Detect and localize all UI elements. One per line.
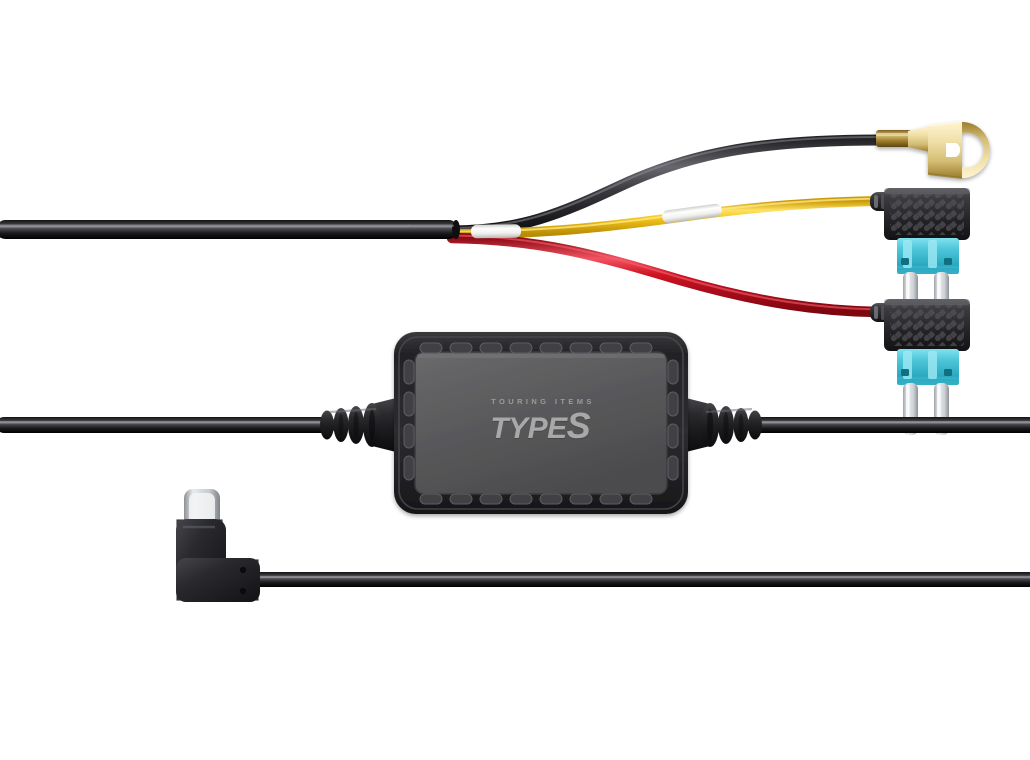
usb-c-connector: [176, 489, 260, 602]
fuse-tap-lower-housing: [884, 299, 970, 351]
yellow-wire-sleeve: [662, 203, 722, 224]
box-ribs-left: [403, 359, 415, 481]
fuse-tap-lower: [870, 299, 970, 435]
breakout-sleeve: [470, 224, 522, 239]
main-trunk-cable: [0, 220, 458, 239]
fuse-tap-upper-housing: [884, 188, 970, 240]
output-cable: [236, 572, 1030, 587]
breakout-sheath-cap: [408, 220, 460, 239]
converter-box: [394, 332, 688, 514]
fuse-tap-upper-fuse: [897, 238, 959, 274]
strain-relief-right: [686, 398, 762, 452]
box-ribs-bottom: [419, 493, 653, 505]
fuse-tap-lower-fuse: [897, 349, 959, 385]
fork-terminal: [876, 121, 990, 179]
strain-relief-left: [320, 398, 396, 452]
mid-cable-right: [746, 417, 1030, 433]
mid-cable-left: [0, 417, 336, 433]
constant-wire: [446, 232, 884, 318]
fuse-tap-upper: [870, 188, 970, 324]
box-ribs-right: [667, 359, 679, 481]
box-ribs-top: [419, 342, 653, 354]
